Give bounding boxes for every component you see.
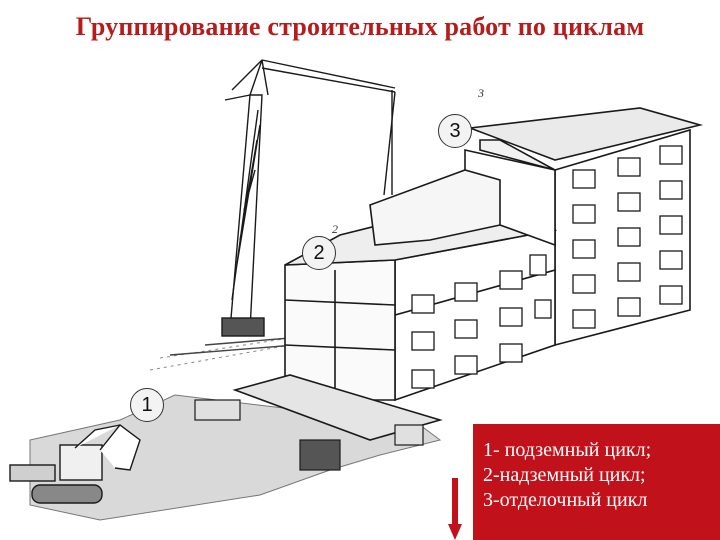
windows <box>411 145 683 389</box>
cycle-badge-2: 2 <box>302 236 336 270</box>
materials <box>194 399 424 471</box>
legend-item-underground: 1- подземный цикл; <box>483 439 652 461</box>
legend-item-finishing: 3-отделочный цикл <box>483 489 648 511</box>
cycle-badge-3: 3 <box>438 114 472 148</box>
excavator-icon <box>9 424 141 504</box>
down-arrow-icon <box>448 478 462 540</box>
tower-crane-icon <box>169 59 396 356</box>
page-title: Группирование строительных работ по цикл… <box>75 12 645 41</box>
cycle-badge-1: 1 <box>130 388 164 422</box>
sketch-label-3: 3 <box>478 86 484 100</box>
legend-box: 1- подземный цикл; 2-надземный цикл; 3-о… <box>473 424 720 540</box>
legend-item-aboveground: 2-надземный цикл; <box>483 464 646 486</box>
sketch-label-2: 2 <box>332 222 338 236</box>
